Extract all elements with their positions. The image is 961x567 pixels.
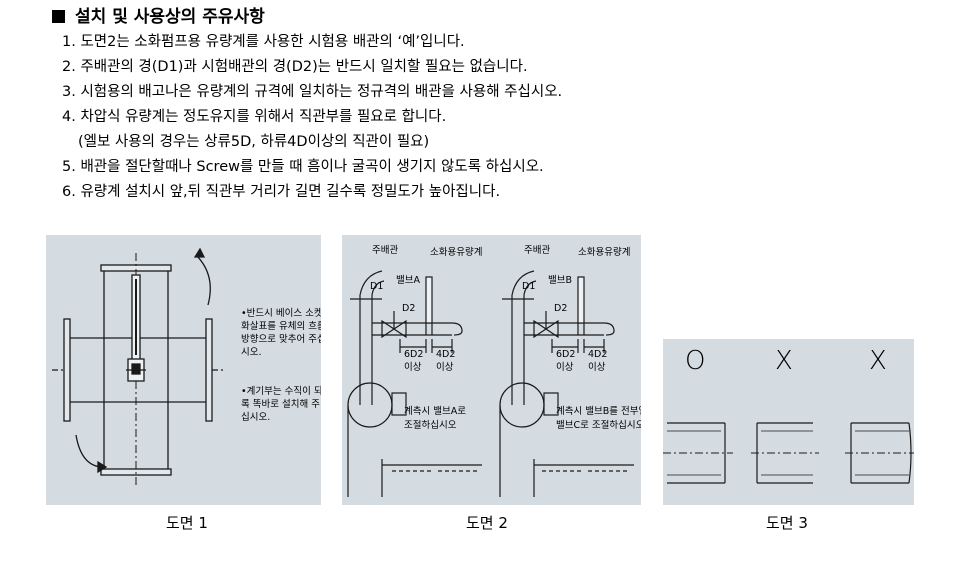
list-item-4-note: (엘보 사용의 경우는 상류5D, 하류4D이상의 직관이 필요) xyxy=(78,134,430,150)
figure-1-note-1: •반드시 베이스 소켓의 화살표를 유체의 흐름 방향으로 맞추어 주십 시오. xyxy=(241,308,321,358)
figure-2-drawing xyxy=(347,270,634,497)
list-item-4: 4. 차압식 유량계는 정도유지를 위해서 직관부를 필요로 합니다. xyxy=(62,109,447,125)
figure-1-caption: 도면 1 xyxy=(166,514,208,532)
figure-3-caption: 도면 3 xyxy=(766,514,808,532)
figure-2-test-piping-example: 주배관 소화용유량계 밸브A D1 D2 6D2 4D2 이상 이상 계측시 밸… xyxy=(342,235,641,505)
left-flowmeter-label: 소화용유량계 xyxy=(430,247,483,258)
figure-1-note-2: •계기부는 수직이 되도 록 똑바로 설치해 주 십시오. xyxy=(241,386,321,423)
right-main-pipe-label: 주배관 xyxy=(524,245,551,256)
left-min1-label: 이상 xyxy=(404,362,422,373)
left-downstream-label: 4D2 xyxy=(436,349,456,360)
right-upstream-label: 6D2 xyxy=(556,349,576,360)
list-item-1: 1. 도면2는 소화펌프용 유량계를 사용한 시험용 배관의 ‘예’입니다. xyxy=(62,34,465,50)
incorrect-mark-2: X xyxy=(869,346,887,376)
left-main-pipe-label: 주배관 xyxy=(372,245,399,256)
section-heading: 설치 및 사용상의 주유사항 xyxy=(52,2,265,27)
right-note: 계측시 밸브B를 전부열고 밸브C로 조절하십시오 xyxy=(556,406,641,431)
left-note: 계측시 밸브A로 조절하십시오 xyxy=(404,406,466,431)
right-valve-label: 밸브B xyxy=(548,275,572,286)
right-min2-label: 이상 xyxy=(588,362,606,373)
square-bullet-icon xyxy=(52,10,65,23)
right-flowmeter-label: 소화용유량계 xyxy=(578,247,631,258)
precautions-list: 1. 도면2는 소화펌프용 유량계를 사용한 시험용 배관의 ‘예’입니다. 2… xyxy=(62,30,562,205)
left-valve-label: 밸브A xyxy=(396,275,420,286)
figure-1-flowmeter-installation: •반드시 베이스 소켓의 화살표를 유체의 흐름 방향으로 맞추어 주십 시오.… xyxy=(46,235,321,505)
list-item-3: 3. 시험용의 배고나은 유량계의 규격에 일치하는 정규격의 배관을 사용해 … xyxy=(62,84,563,100)
figure-1-drawing xyxy=(52,247,224,487)
left-d1-label: D1 xyxy=(370,281,384,292)
list-item-2: 2. 주배관의 경(D1)과 시험배관의 경(D2)는 반드시 일치할 필요는 … xyxy=(62,59,528,75)
figure-3-pipe-end-examples: O X X xyxy=(663,339,914,505)
correct-mark: O xyxy=(685,346,706,376)
figure-3-drawing xyxy=(663,422,914,484)
left-min2-label: 이상 xyxy=(436,362,454,373)
right-min1-label: 이상 xyxy=(556,362,574,373)
right-downstream-label: 4D2 xyxy=(588,349,608,360)
right-d2-label: D2 xyxy=(554,303,568,314)
figure-2-caption: 도면 2 xyxy=(466,514,508,532)
right-d1-label: D1 xyxy=(522,281,536,292)
incorrect-mark-1: X xyxy=(775,346,793,376)
list-item-5: 5. 배관을 절단할때나 Screw를 만들 때 흠이나 굴곡이 생기지 않도록… xyxy=(62,159,544,175)
left-upstream-label: 6D2 xyxy=(404,349,424,360)
left-d2-label: D2 xyxy=(402,303,416,314)
list-item-6: 6. 유량계 설치시 앞,뒤 직관부 거리가 길면 길수록 정밀도가 높아집니다… xyxy=(62,184,501,200)
heading-text: 설치 및 사용상의 주유사항 xyxy=(75,7,265,27)
